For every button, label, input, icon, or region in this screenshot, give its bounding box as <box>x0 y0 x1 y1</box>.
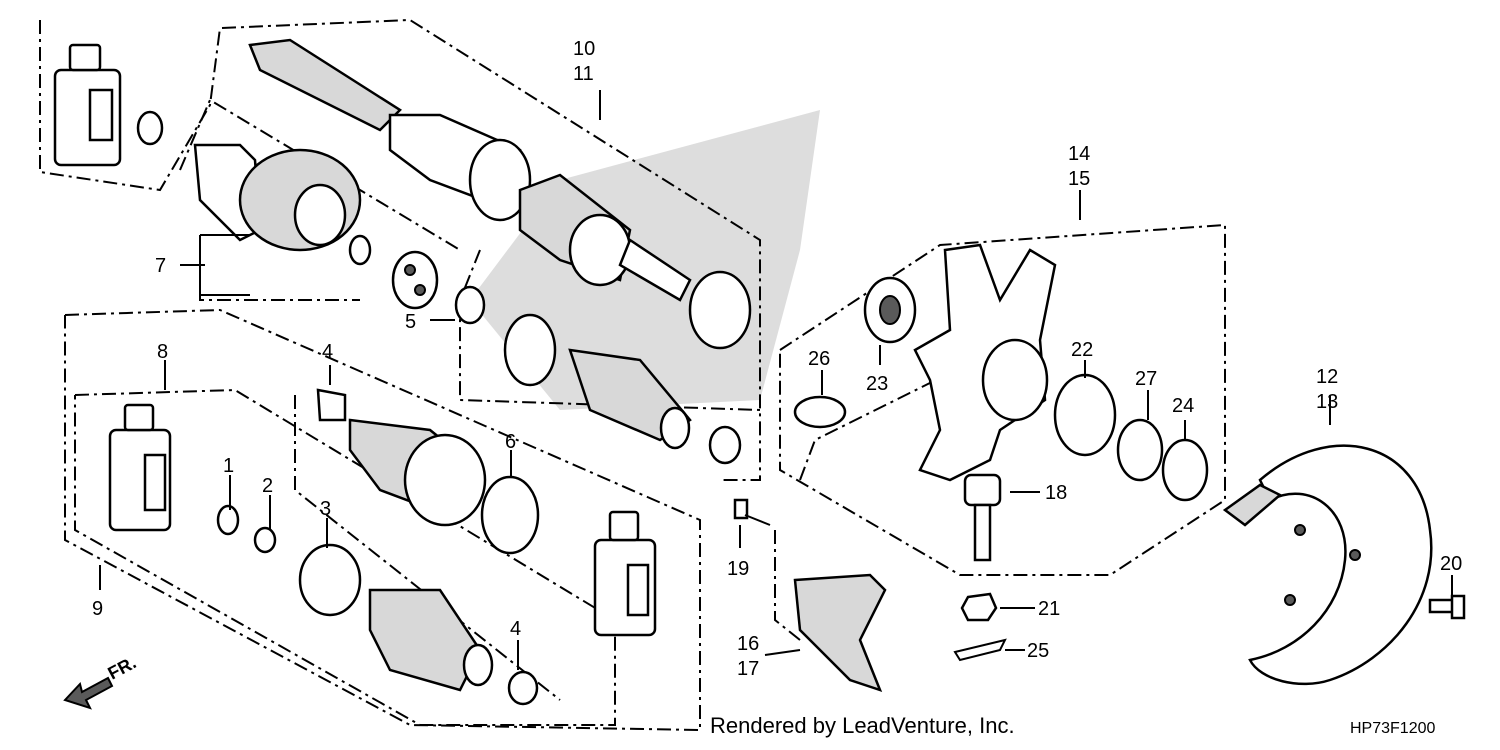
callout-15: 15 <box>1068 168 1090 190</box>
front-arrow-icon: FR. <box>63 652 139 710</box>
callout-12: 12 <box>1316 366 1338 388</box>
callout-26: 26 <box>808 348 830 370</box>
castle-nut <box>960 592 998 622</box>
snap-ring-5 <box>454 285 486 325</box>
callout-16: 16 <box>737 633 759 655</box>
callout-1: 1 <box>223 455 234 477</box>
boot-kit-lower <box>216 388 540 706</box>
callout-5: 5 <box>405 311 416 333</box>
axle-assembly-upper <box>248 38 692 302</box>
knuckle-assembly <box>793 243 1209 562</box>
callout-10: 10 <box>573 38 595 60</box>
callout-3: 3 <box>320 498 331 520</box>
cotter-pin <box>953 638 1007 662</box>
callout-17: 17 <box>737 658 759 680</box>
snap-ring-top <box>136 110 164 146</box>
callout-27: 27 <box>1135 368 1157 390</box>
grease-bottle-top <box>53 43 122 167</box>
callout-labels: 10 11 7 5 8 4 6 1 2 3 9 4 14 15 26 23 22… <box>92 38 1462 680</box>
callout-11: 11 <box>573 63 594 85</box>
inner-joint-assembly <box>193 143 439 310</box>
callout-24: 24 <box>1172 395 1194 417</box>
callout-13: 13 <box>1316 391 1338 413</box>
callout-25: 25 <box>1027 640 1049 662</box>
bracket <box>793 573 887 693</box>
callout-19: 19 <box>727 558 749 580</box>
disc-cover <box>1222 444 1433 686</box>
credit-text: Rendered by LeadVenture, Inc. <box>710 713 1015 738</box>
callout-8: 8 <box>157 341 168 363</box>
callout-4-lower: 4 <box>510 618 521 640</box>
boot-middle <box>503 270 752 465</box>
callout-23: 23 <box>866 373 888 395</box>
grease-bottle-bottom <box>593 510 657 637</box>
leader-lines <box>99 90 1453 670</box>
callout-6: 6 <box>505 431 516 453</box>
callout-22: 22 <box>1071 339 1093 361</box>
callout-7: 7 <box>155 255 166 277</box>
front-indicator-label: FR. <box>104 652 139 683</box>
callout-18: 18 <box>1045 482 1067 504</box>
bolt-20 <box>1428 594 1466 620</box>
callout-20: 20 <box>1440 553 1462 575</box>
callout-2: 2 <box>262 475 273 497</box>
grease-bottle-left <box>108 403 172 532</box>
callout-14: 14 <box>1068 143 1090 165</box>
callout-4-upper: 4 <box>322 341 333 363</box>
callout-9: 9 <box>92 598 103 620</box>
callout-21: 21 <box>1038 598 1060 620</box>
diagram-code: HP73F1200 <box>1350 720 1435 737</box>
bolt-19 <box>733 498 771 526</box>
